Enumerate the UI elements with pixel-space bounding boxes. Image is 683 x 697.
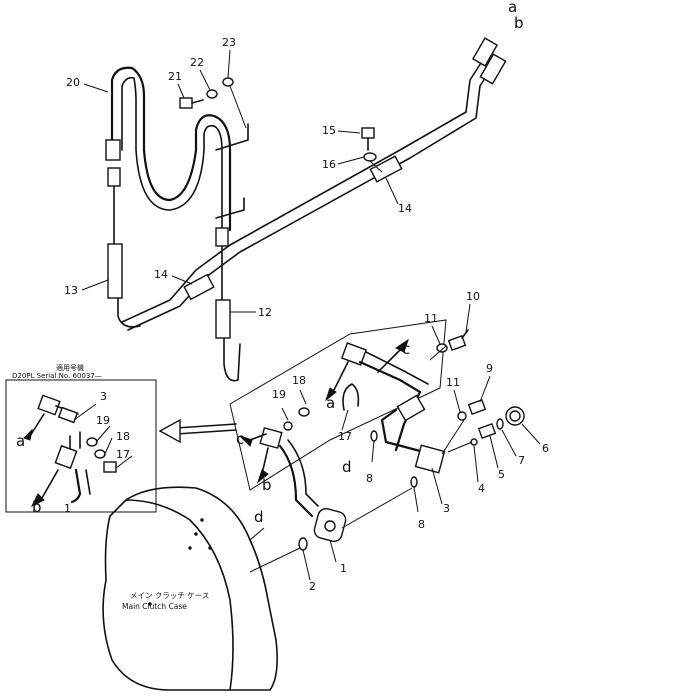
detail-area [229, 319, 447, 491]
letter-d-detail: d [342, 458, 352, 476]
label-part-7: 7 [518, 454, 525, 467]
label-part-9: 9 [486, 362, 493, 375]
variant-inset [5, 379, 157, 513]
letter-a-top: a [508, 0, 517, 16]
label-part-17: 17 [338, 430, 352, 443]
label-part-2: 2 [309, 580, 316, 593]
case-label-english: Main Clutch Case [122, 602, 187, 611]
label-part-22: 22 [190, 56, 204, 69]
letter-a-detail: a [326, 394, 335, 412]
letter-c-detail: c [402, 340, 410, 358]
letter-d-case: d [254, 508, 264, 526]
inset-note-line1: 適用号機 [56, 363, 84, 372]
label-part-3: 3 [443, 502, 450, 515]
label-part-10: 10 [466, 290, 480, 303]
connection-letter-labels: a b a b a c c b d d [16, 0, 524, 526]
letter-c-lower: c [236, 430, 244, 448]
label-part-5: 5 [498, 468, 505, 481]
label-part-23: 23 [222, 36, 236, 49]
label-part-12: 12 [258, 306, 272, 319]
label-part-16: 16 [322, 158, 336, 171]
label-part-1-inset: 1 [64, 502, 71, 515]
label-part-1: 1 [340, 562, 347, 575]
label-part-15: 15 [322, 124, 336, 137]
label-part-6: 6 [542, 442, 549, 455]
label-part-21: 21 [168, 70, 182, 83]
label-part-13: 13 [64, 284, 78, 297]
label-part-14-upper: 14 [398, 202, 412, 215]
label-part-8-upper: 8 [366, 472, 373, 485]
label-part-11-lower: 11 [446, 376, 460, 389]
case-label: メイン クラッチ ケース Main Clutch Case [122, 591, 209, 611]
upper-pipe-assembly [105, 37, 507, 382]
label-part-8-lower: 8 [418, 518, 425, 531]
letter-b-lower: b [262, 476, 272, 494]
inset-serial-note: 適用号機 D20PL Serial No. 60037— [12, 363, 102, 380]
label-part-18-inset: 18 [116, 430, 130, 443]
label-part-19-inset: 19 [96, 414, 110, 427]
label-part-3-inset: 3 [100, 390, 107, 403]
case-label-japanese: メイン クラッチ ケース [130, 591, 209, 600]
main-clutch-case [102, 486, 278, 691]
inset-pointer-arrow [158, 418, 237, 444]
label-part-18: 18 [292, 374, 306, 387]
label-part-14-lower: 14 [154, 268, 168, 281]
part-number-labels: 1 2 3 3 4 5 6 7 8 8 9 10 11 11 12 13 14 … [64, 36, 549, 593]
inset-note-line2: D20PL Serial No. 60037— [12, 372, 102, 380]
label-part-20: 20 [66, 76, 80, 89]
letter-a-inset: a [16, 432, 25, 450]
label-part-11-upper: 11 [424, 312, 438, 325]
label-part-19: 19 [272, 388, 286, 401]
label-part-17-inset: 17 [116, 448, 130, 461]
label-part-4: 4 [478, 482, 485, 495]
letter-b-top: b [514, 14, 524, 32]
letter-b-inset: b [32, 498, 42, 516]
lower-pipe-assembly [239, 329, 525, 581]
